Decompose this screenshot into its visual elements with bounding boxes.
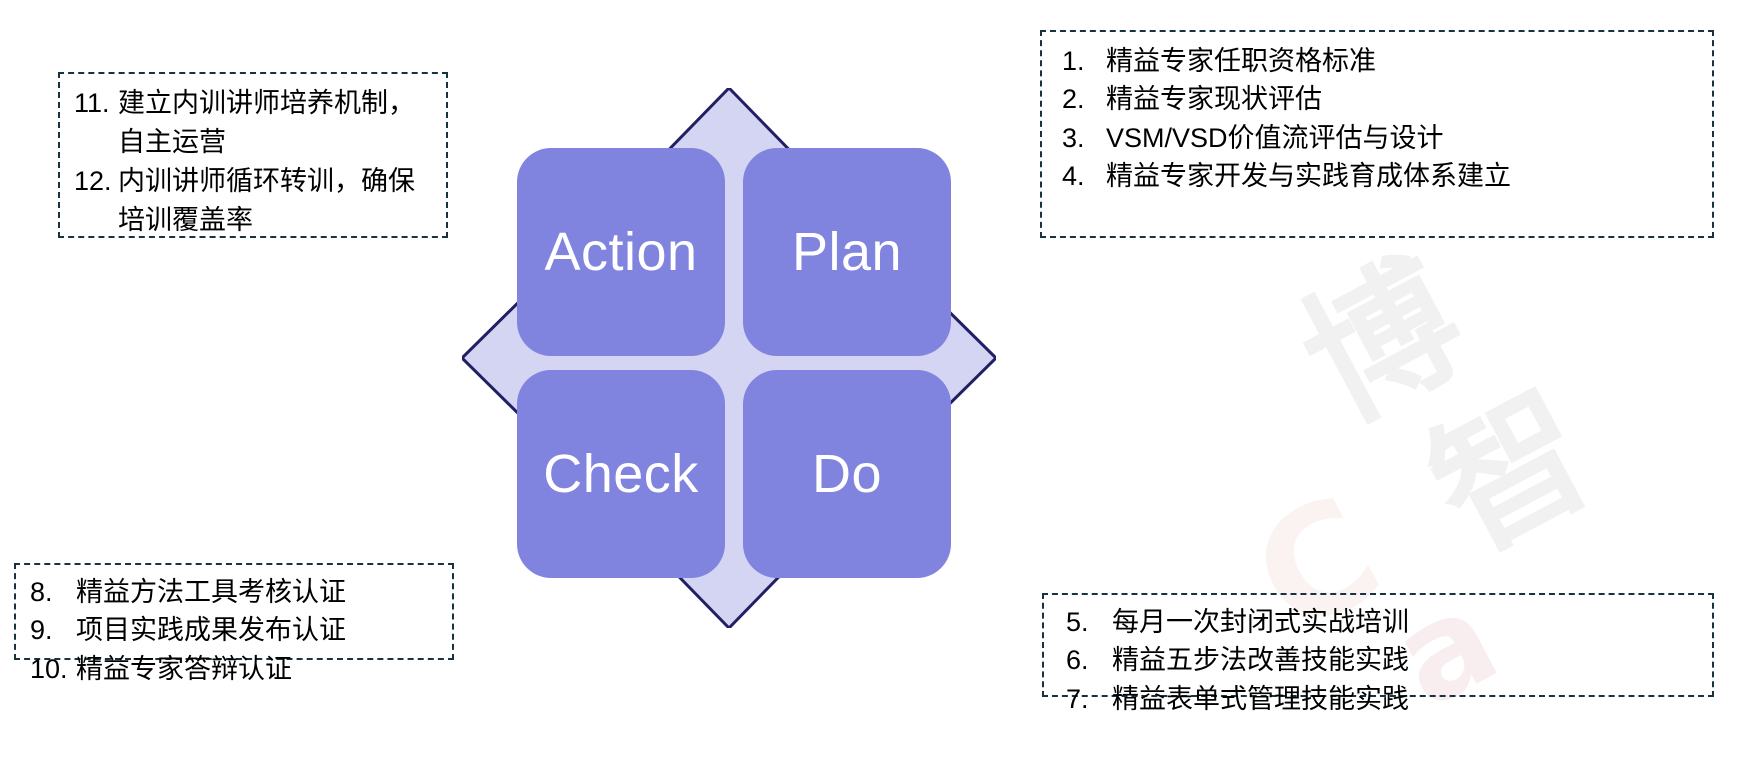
watermark-glyph-1: 博 <box>1276 230 1491 455</box>
pdca-quadrant-do-label: Do <box>811 444 883 504</box>
list-item-text: 内训讲师循环转训，确保培训覆盖率 <box>118 166 415 236</box>
list-item: 6. 精益五步法改善技能实践 <box>1066 641 1698 679</box>
list-item: 1. 精益专家任职资格标准 <box>1062 42 1698 80</box>
list-item-number: 1. <box>1062 46 1085 76</box>
list-item-number: 12. <box>74 166 112 197</box>
list-item-number: 4. <box>1062 160 1085 191</box>
list-item-text: 精益五步法改善技能实践 <box>1112 645 1409 676</box>
pdca-quadrant-plan[interactable]: Plan <box>743 148 951 356</box>
callout-box-plan: 1. 精益专家任职资格标准 2. 精益专家现状评估 3. VSM/VSD价值流评估与设… <box>1040 30 1714 238</box>
list-item-text: 项目实践成果发布认证 <box>76 615 346 646</box>
list-item: 10. 精益专家答辩认证 <box>30 650 438 688</box>
list-item: 8. 精益方法工具考核认证 <box>30 573 438 611</box>
pdca-cycle-diagram: Action Plan Check Do <box>462 88 996 628</box>
pdca-quadrant-do[interactable]: Do <box>743 370 951 578</box>
list-item-number: 10. <box>30 653 68 684</box>
pdca-quadrant-plan-label: Plan <box>791 222 903 282</box>
list-item-text: 精益专家开发与实践育成体系建立 <box>1106 160 1511 191</box>
pdca-quadrant-action[interactable]: Action <box>517 148 725 356</box>
callout-plan-list: 1. 精益专家任职资格标准 2. 精益专家现状评估 3. VSM/VSD价值流评估与设… <box>1062 42 1698 195</box>
list-item-text: 精益方法工具考核认证 <box>76 577 346 607</box>
pdca-quadrant-check[interactable]: Check <box>517 370 725 578</box>
list-item-number: 5. <box>1066 607 1089 637</box>
list-item-text: 每月一次封闭式实战培训 <box>1112 607 1409 637</box>
callout-action-list: 11. 建立内训讲师培养机制，自主运营 12.内训讲师循环转训，确保培训覆盖率 <box>74 84 432 241</box>
list-item-number: 2. <box>1062 84 1085 115</box>
watermark-glyph-2: 智 <box>1404 360 1619 585</box>
list-item-number: 8. <box>30 577 53 607</box>
list-item-number: 3. <box>1062 122 1085 153</box>
list-item-number: 6. <box>1066 645 1089 676</box>
list-item-text: 建立内训讲师培养机制，自主运营 <box>118 88 415 158</box>
callout-box-do: 5. 每月一次封闭式实战培训 6. 精益五步法改善技能实践 7. 精益表单式管理技能实… <box>1042 593 1714 714</box>
list-item: 9. 项目实践成果发布认证 <box>30 611 438 649</box>
list-item: 12.内训讲师循环转训，确保培训覆盖率 <box>74 162 432 240</box>
callout-do-list: 5. 每月一次封闭式实战培训 6. 精益五步法改善技能实践 7. 精益表单式管理技能实… <box>1066 603 1698 718</box>
pdca-quadrant-check-label: Check <box>543 444 699 504</box>
list-item-text: VSM/VSD价值流评估与设计 <box>1106 122 1444 153</box>
callout-box-check: 8. 精益方法工具考核认证 9. 项目实践成果发布认证 10. 精益专家答辩认证 <box>14 563 454 684</box>
pdca-quadrant-action-label: Action <box>544 222 698 282</box>
list-item-text: 精益专家现状评估 <box>1106 84 1322 115</box>
list-item: 7. 精益表单式管理技能实践 <box>1066 680 1698 718</box>
list-item: 3. VSM/VSD价值流评估与设计 <box>1062 119 1698 157</box>
callout-check-list: 8. 精益方法工具考核认证 9. 项目实践成果发布认证 10. 精益专家答辩认证 <box>30 573 438 688</box>
list-item-number: 11. <box>74 88 110 118</box>
list-item: 2. 精益专家现状评估 <box>1062 80 1698 118</box>
list-item-text: 精益专家答辩认证 <box>76 653 292 684</box>
list-item: 4. 精益专家开发与实践育成体系建立 <box>1062 157 1698 195</box>
list-item: 5. 每月一次封闭式实战培训 <box>1066 603 1698 641</box>
callout-box-action: 11. 建立内训讲师培养机制，自主运营 12.内训讲师循环转训，确保培训覆盖率 <box>58 72 448 238</box>
list-item: 11. 建立内训讲师培养机制，自主运营 <box>74 84 432 162</box>
list-item-text: 精益专家任职资格标准 <box>1106 46 1376 76</box>
list-item-text: 精益表单式管理技能实践 <box>1112 683 1409 714</box>
list-item-number: 9. <box>30 615 53 646</box>
list-item-number: 7. <box>1066 683 1089 714</box>
